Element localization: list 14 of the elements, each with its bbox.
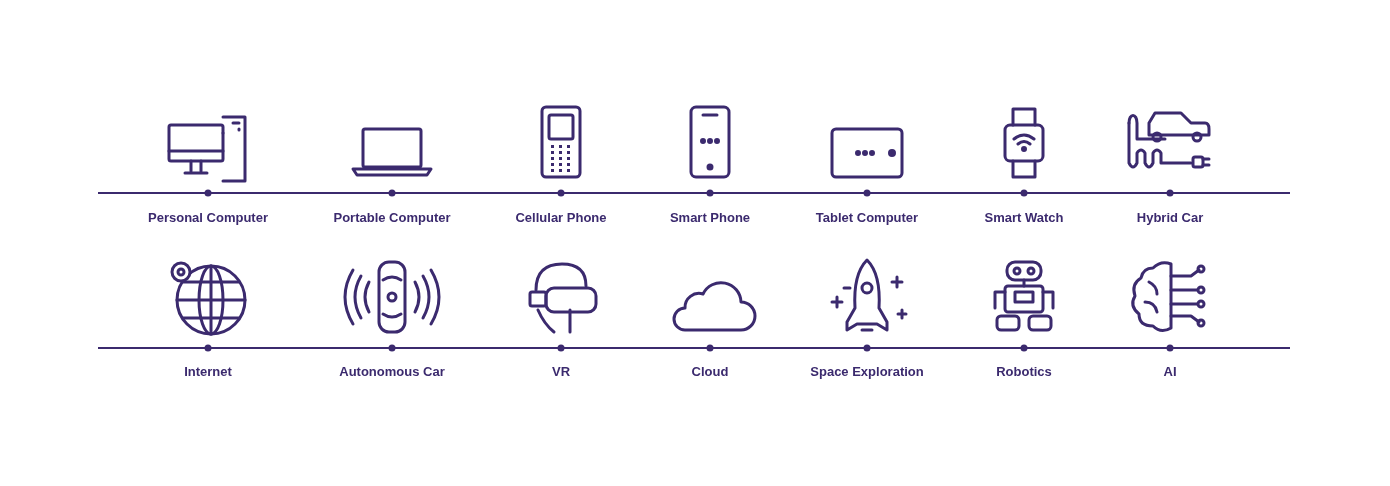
timeline-label: Cloud xyxy=(691,364,729,379)
timeline-label: Portable Computer xyxy=(333,210,451,225)
timeline-label: Space Exploration xyxy=(810,364,924,379)
timeline-label: VR xyxy=(551,364,571,379)
timeline-label: Smart Watch xyxy=(984,210,1064,225)
timeline-label: Autonomous Car xyxy=(339,364,445,379)
timeline-label: Personal Computer xyxy=(148,210,268,225)
timeline-label: Tablet Computer xyxy=(815,210,919,225)
timeline-label: AI xyxy=(1163,364,1177,379)
timeline-label: Cellular Phone xyxy=(515,210,607,225)
timeline-label: Robotics xyxy=(996,364,1052,379)
timeline-label: Internet xyxy=(184,364,232,379)
timeline-label: Smart Phone xyxy=(669,210,751,225)
timeline-label: Hybrid Car xyxy=(1136,210,1204,225)
